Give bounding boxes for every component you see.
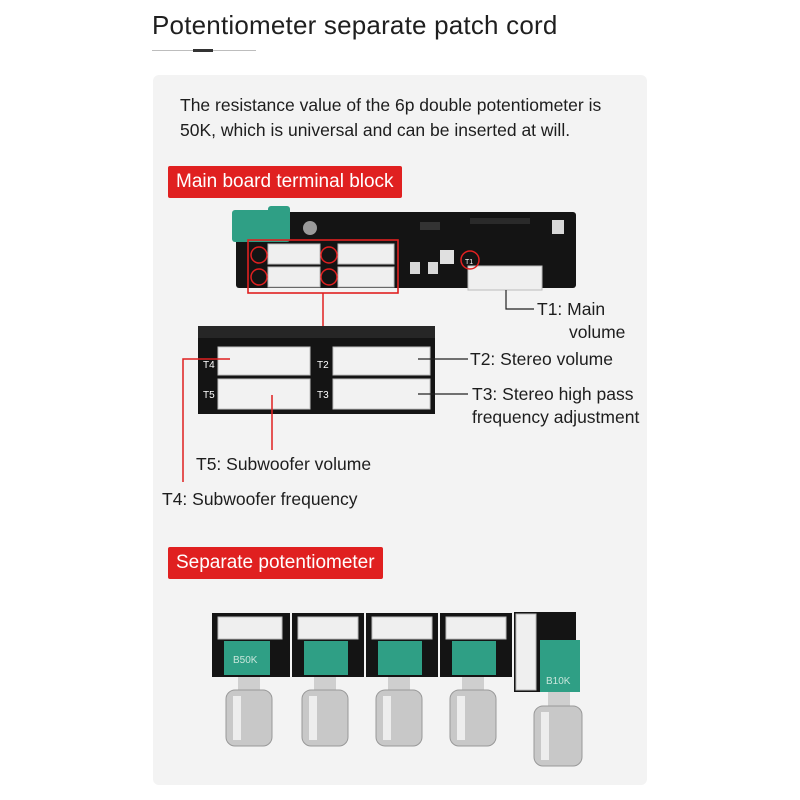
pot-module-1: B50K (212, 613, 290, 747)
callout-t1: T1: Main volume (537, 298, 625, 344)
callout-t1-line1: T1: Main (537, 299, 606, 319)
main-board-photo: T1 (232, 206, 576, 326)
connector-t5 (217, 378, 311, 410)
callout-t3-line1: T3: Stereo high pass (472, 384, 634, 404)
pot-module-2 (292, 613, 364, 747)
zoomed-terminal-block: T4 T5 T2 T3 (182, 326, 468, 482)
title-divider-accent (193, 49, 213, 52)
callout-t1-line2: volume (569, 322, 626, 342)
connector-t2 (332, 346, 431, 376)
pot-module-3 (366, 613, 438, 747)
svg-text:T3: T3 (317, 390, 329, 401)
connector-t3 (332, 378, 431, 410)
section-badge-terminal-block: Main board terminal block (168, 166, 402, 198)
svg-text:B10K: B10K (546, 676, 571, 687)
section-badge-separate-pot: Separate potentiometer (168, 547, 383, 579)
intro-text: The resistance value of the 6p double po… (180, 95, 602, 140)
callout-t2: T2: Stereo volume (470, 349, 613, 369)
board-connector-t1 (467, 265, 543, 291)
connector-t4 (217, 346, 311, 376)
board-screw-icon (303, 221, 317, 235)
callout-t3-line2: frequency adjustment (472, 407, 640, 427)
svg-text:B50K: B50K (233, 655, 258, 666)
callout-t4: T4: Subwoofer frequency (162, 489, 358, 509)
page-title: Potentiometer separate patch cord (152, 10, 558, 40)
svg-text:T2: T2 (317, 360, 329, 371)
potentiometer-row: B50K (212, 612, 583, 767)
pot-module-5: B10K (514, 612, 583, 767)
callout-t3: T3: Stereo high pass frequency adjustmen… (472, 383, 639, 429)
callout-t5: T5: Subwoofer volume (196, 454, 372, 474)
pot-module-4 (440, 613, 512, 747)
svg-text:T5: T5 (203, 390, 215, 401)
svg-text:T4: T4 (203, 360, 215, 371)
svg-text:T1: T1 (465, 259, 473, 266)
